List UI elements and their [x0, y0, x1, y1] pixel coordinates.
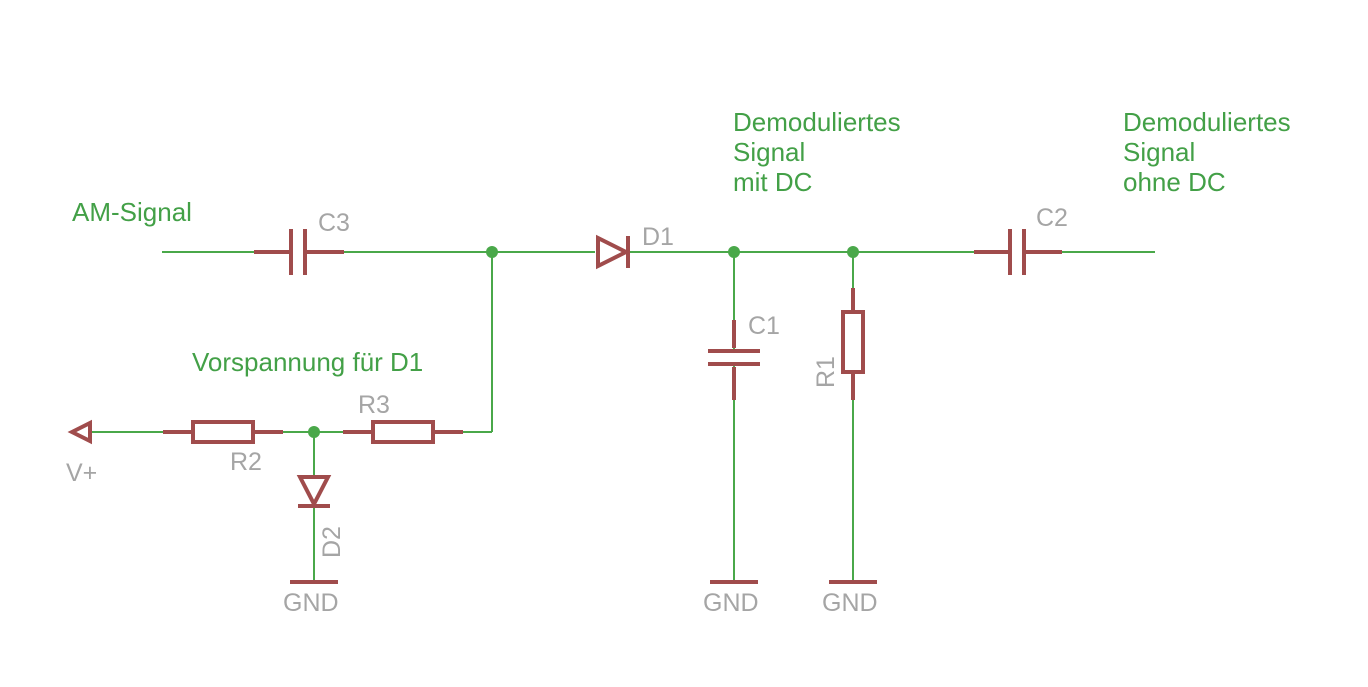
- junction-dot: [847, 246, 859, 258]
- ref-d1: D1: [642, 223, 674, 251]
- junction-dot: [308, 426, 320, 438]
- label-bias: Vorspannung für D1: [192, 347, 423, 377]
- capacitor-c1: [708, 320, 760, 400]
- junctions: [308, 246, 859, 438]
- ref-d2: D2: [318, 526, 346, 558]
- diode-d2: [296, 475, 332, 509]
- supply-arrow-icon: [67, 419, 92, 445]
- diode-d1: [596, 234, 631, 270]
- ref-c3: C3: [318, 209, 350, 237]
- ref-r1: R1: [812, 356, 840, 388]
- label-demod-nodc-1: Demoduliertes: [1123, 107, 1291, 137]
- label-demod-nodc-2: Signal: [1123, 137, 1195, 167]
- resistor-r1: [841, 288, 865, 400]
- label-demod-dc-3: mit DC: [733, 167, 812, 197]
- ref-gnd-d2: GND: [283, 589, 339, 617]
- junction-dot: [728, 246, 740, 258]
- junction-dot: [486, 246, 498, 258]
- resistor-r2: [163, 420, 283, 444]
- wires: [88, 251, 1155, 582]
- label-demod-nodc-3: ohne DC: [1123, 167, 1226, 197]
- ref-vplus: V+: [66, 459, 97, 487]
- label-demod-dc-2: Signal: [733, 137, 805, 167]
- ref-gnd-r1: GND: [822, 589, 878, 617]
- ref-r3: R3: [358, 391, 390, 419]
- resistor-r3: [343, 420, 463, 444]
- ref-gnd-c1: GND: [703, 589, 759, 617]
- ref-r2: R2: [230, 448, 262, 476]
- ref-c2: C2: [1036, 204, 1068, 232]
- ref-c1: C1: [748, 312, 780, 340]
- label-demod-dc-1: Demoduliertes: [733, 107, 901, 137]
- capacitor-c3: [254, 229, 344, 275]
- label-am-signal: AM-Signal: [72, 197, 192, 227]
- capacitor-c2: [974, 229, 1062, 275]
